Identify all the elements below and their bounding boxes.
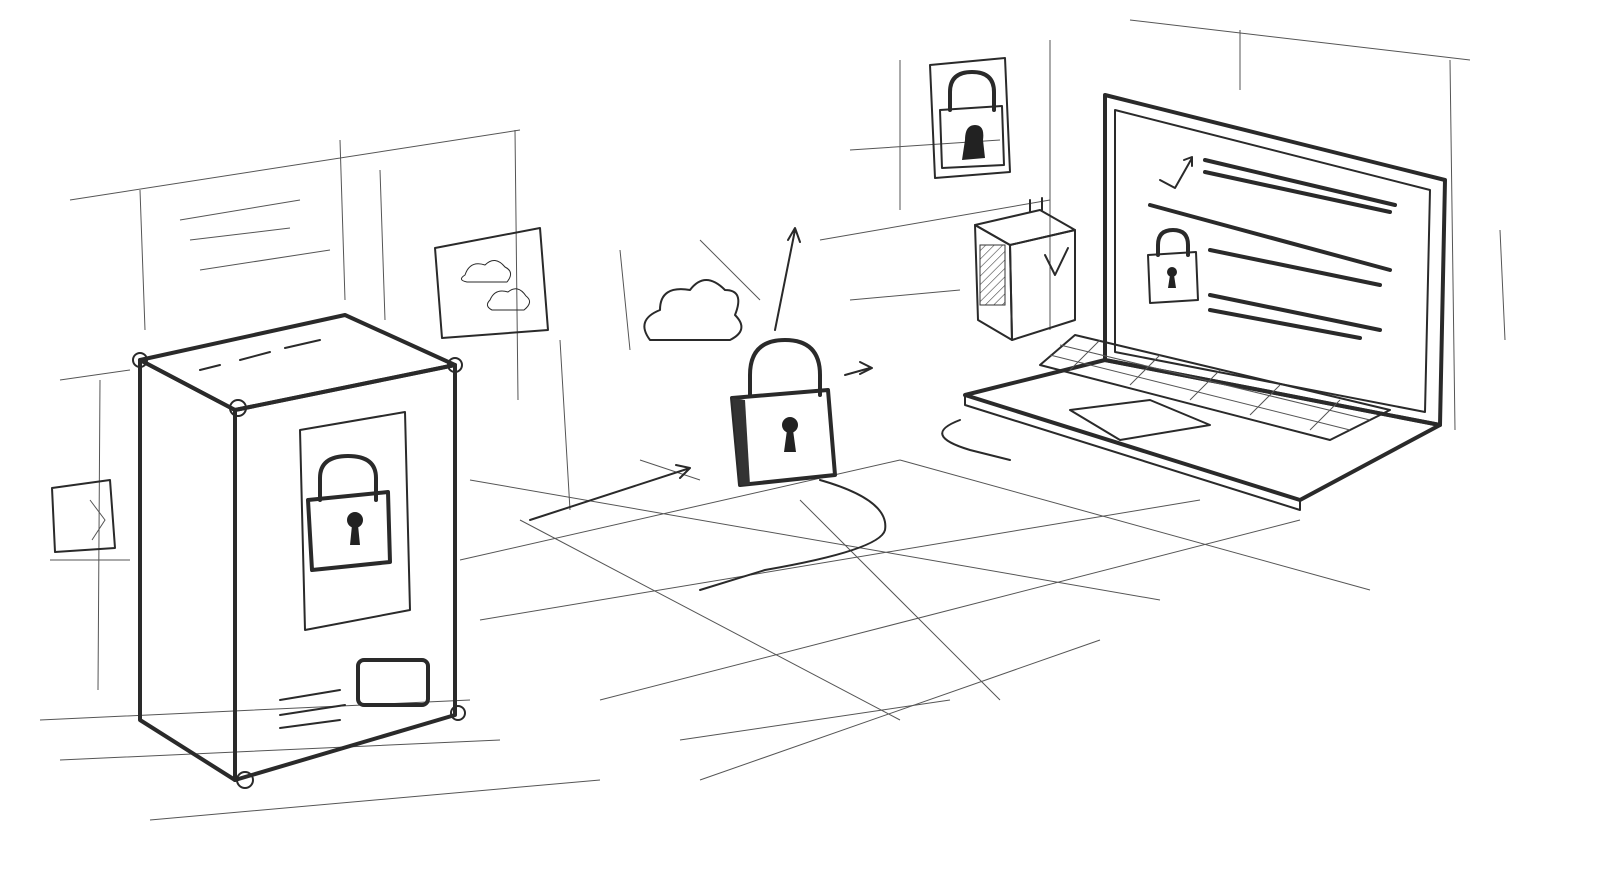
keyboard	[1039, 334, 1391, 441]
small-server	[974, 197, 1076, 341]
cloud-note-card	[434, 227, 549, 339]
drive-slot	[356, 658, 430, 707]
cloud-icon	[643, 279, 743, 341]
laptop	[941, 93, 1447, 511]
padlock-icon	[306, 454, 392, 572]
arrow-up	[774, 227, 801, 331]
screen-padlock-icon	[1147, 228, 1199, 304]
screen-content	[1147, 156, 1397, 340]
touchpad	[1069, 399, 1211, 441]
blueprint-note	[51, 479, 116, 553]
arrow-right	[529, 464, 691, 521]
server-cabinet	[132, 313, 466, 789]
lock-frame	[929, 57, 1011, 179]
central-padlock	[699, 338, 887, 591]
checkmark-icon	[1159, 156, 1193, 189]
